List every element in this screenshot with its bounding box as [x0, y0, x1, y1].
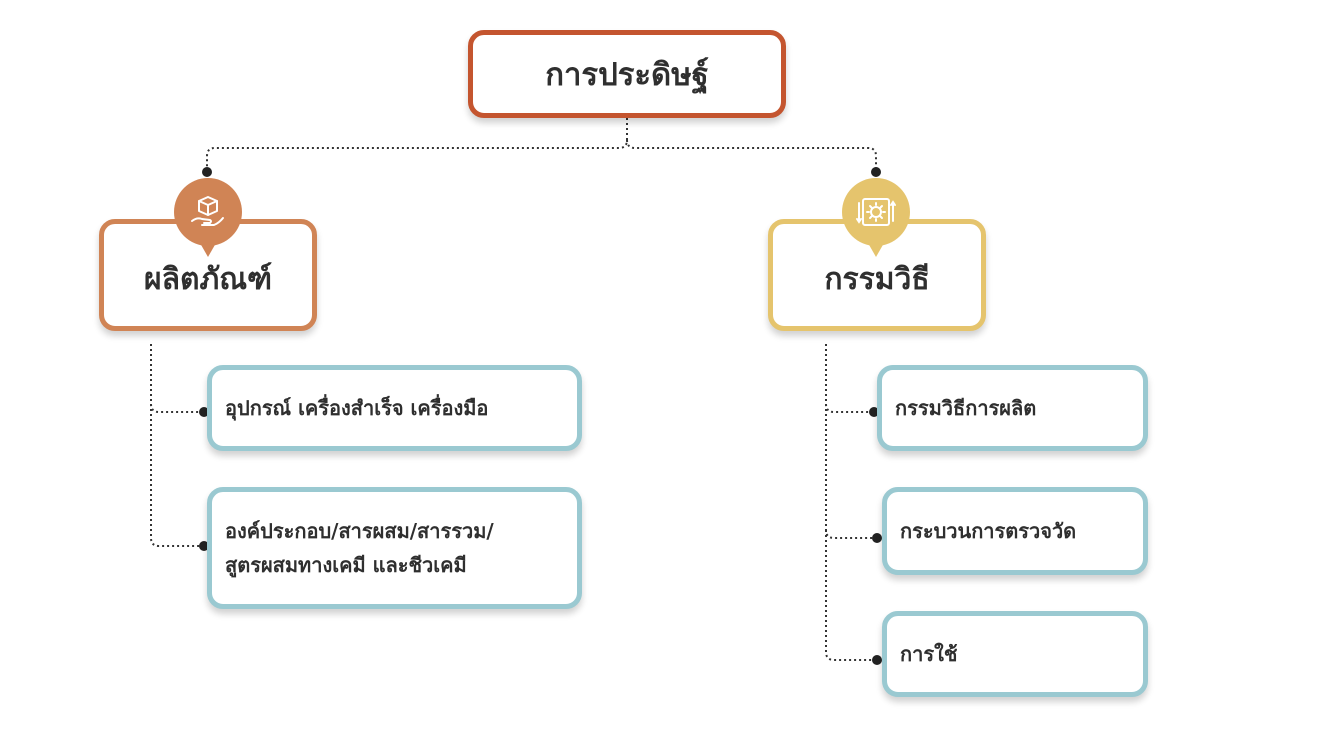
gear-process-icon: [842, 178, 910, 257]
root-connector-right: [626, 139, 877, 170]
root-label: การประดิษฐ์: [545, 57, 709, 93]
left-branch-connector-2: [150, 404, 203, 547]
leaf-compositions-formulas: องค์ประกอบ/สารผสม/สารรวม/ สูตรผสมทางเคมี…: [207, 487, 582, 609]
leaf-label-line-2: สูตรผสมทางเคมี และชีวเคมี: [225, 553, 467, 577]
right-branch-connector-3: [825, 530, 876, 661]
root-connector: [206, 118, 628, 170]
leaf-label: กรรมวิธีการผลิต: [895, 396, 1037, 420]
right-branch-connector: [825, 344, 873, 413]
leaf-devices-tools: อุปกรณ์ เครื่องสำเร็จ เครื่องมือ: [207, 365, 582, 451]
connector-dot: [872, 533, 882, 543]
leaf-label: การใช้: [900, 642, 958, 666]
leaf-production-method: กรรมวิธีการผลิต: [877, 365, 1148, 451]
right-branch-connector-2: [825, 404, 876, 539]
root-node: การประดิษฐ์: [468, 30, 786, 118]
category-product-label: ผลิตภัณฑ์: [144, 261, 272, 297]
connector-dot: [869, 407, 879, 417]
connector-dot: [871, 167, 881, 177]
connector-dot: [872, 655, 882, 665]
leaf-label: อุปกรณ์ เครื่องสำเร็จ เครื่องมือ: [225, 396, 489, 420]
connector-dot: [202, 167, 212, 177]
left-branch-connector: [150, 344, 203, 413]
box-in-hand-icon: [174, 178, 242, 257]
category-process-label: กรรมวิธี: [824, 261, 930, 297]
leaf-label-line-1: องค์ประกอบ/สารผสม/สารรวม/: [225, 519, 494, 543]
connector-dot: [199, 407, 209, 417]
leaf-label: กระบวนการตรวจวัด: [900, 519, 1077, 543]
connector-dot: [199, 541, 209, 551]
leaf-measurement-process: กระบวนการตรวจวัด: [882, 487, 1148, 575]
leaf-usage: การใช้: [882, 611, 1148, 697]
